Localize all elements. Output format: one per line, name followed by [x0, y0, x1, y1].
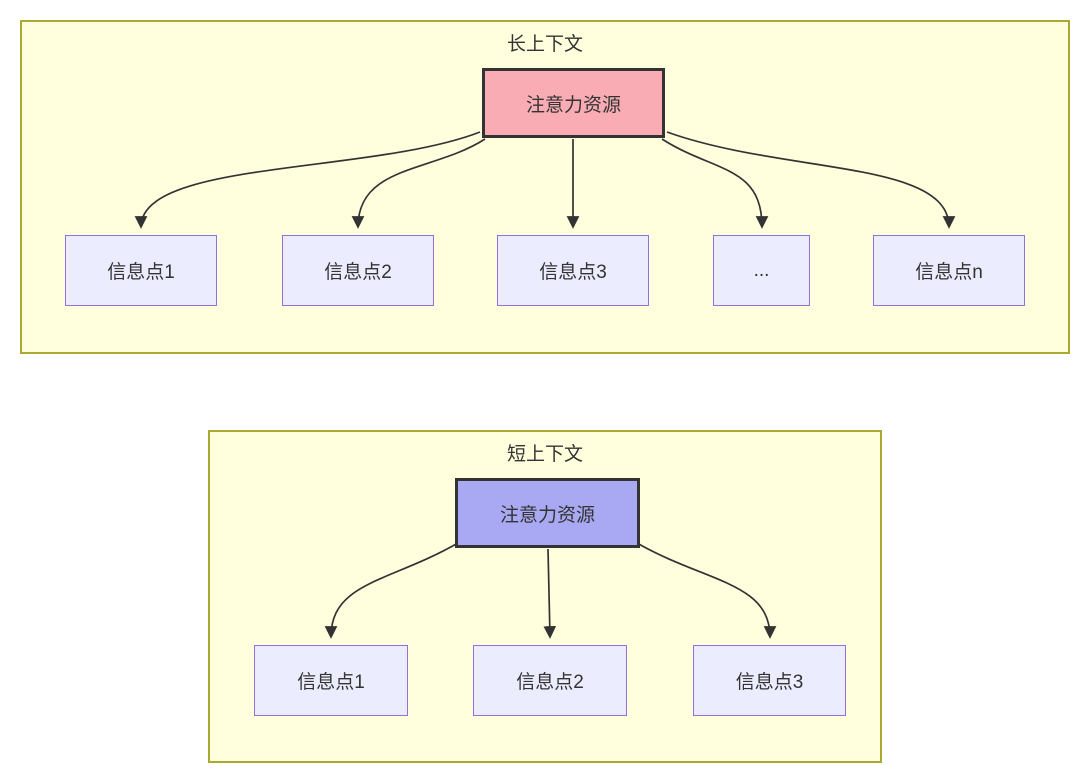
info-point-node-1: 信息点1 [254, 645, 408, 716]
edge-attention-to-info1 [134, 131, 481, 229]
edge-attention-to-info2 [543, 548, 557, 639]
subgraph-long-context-title: 长上下文 [506, 34, 583, 55]
info-point-label: 信息点3 [539, 262, 607, 283]
subgraph-short-context: 短上下文 注意力资源 信息点1 信息点2 信息点3 [208, 430, 882, 763]
info-point-node-1: 信息点1 [65, 235, 217, 306]
info-point-label: 信息点1 [297, 672, 365, 693]
info-point-label: 信息点n [915, 262, 983, 283]
attention-resource-label: 注意力资源 [525, 94, 621, 116]
info-point-label: 信息点2 [516, 672, 584, 693]
attention-resource-node: 注意力资源 [455, 478, 640, 548]
edge-attention-to-dots [661, 138, 769, 229]
info-point-label: 信息点3 [735, 672, 804, 693]
info-point-node-n: 信息点n [873, 235, 1025, 306]
attention-resource-label: 注意力资源 [499, 504, 595, 526]
attention-resource-node: 注意力资源 [482, 68, 665, 138]
info-point-label: 信息点2 [324, 262, 392, 283]
edge-attention-to-infon [666, 131, 956, 229]
info-point-node-2: 信息点2 [282, 235, 434, 306]
info-point-label: ... [753, 259, 770, 281]
edge-attention-to-info1 [324, 542, 459, 639]
subgraph-short-context-title: 短上下文 [506, 444, 583, 465]
subgraph-long-context: 长上下文 注意力资源 信息点1 信息点2 信息点3 ... [20, 20, 1070, 354]
info-point-node-3: 信息点3 [497, 235, 649, 306]
info-point-node-3: 信息点3 [693, 645, 846, 716]
edge-attention-to-info3 [636, 542, 777, 639]
info-point-label: 信息点1 [107, 262, 175, 283]
info-point-node-ellipsis: ... [713, 235, 810, 306]
info-point-node-2: 信息点2 [473, 645, 627, 716]
edge-attention-to-info2 [351, 138, 486, 229]
